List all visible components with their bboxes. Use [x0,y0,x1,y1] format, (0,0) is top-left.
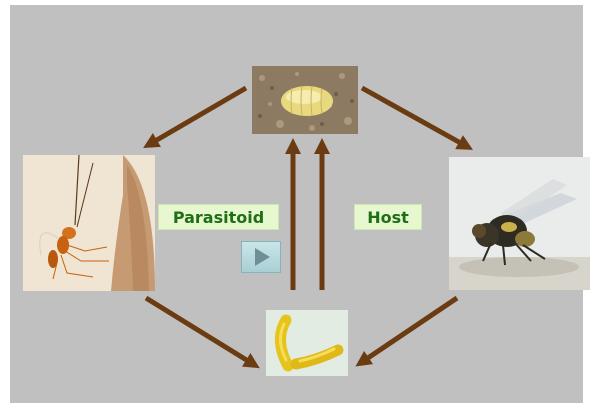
arrow-host-to-larva [355,295,459,367]
larva-image [266,310,348,376]
arrow-pupa-to-parasitoid [143,85,248,149]
play-button[interactable] [241,241,281,273]
host-fly-image [449,157,590,290]
parasitoid-label: Parasitoid [158,204,279,230]
parasitoid-wasp-image [23,155,155,291]
play-icon [255,248,270,266]
pupa-image [252,66,358,134]
host-label: Host [354,204,422,230]
arrow-pupa-to-host [360,85,473,150]
arrow-parasitoid-to-larva [144,295,260,369]
